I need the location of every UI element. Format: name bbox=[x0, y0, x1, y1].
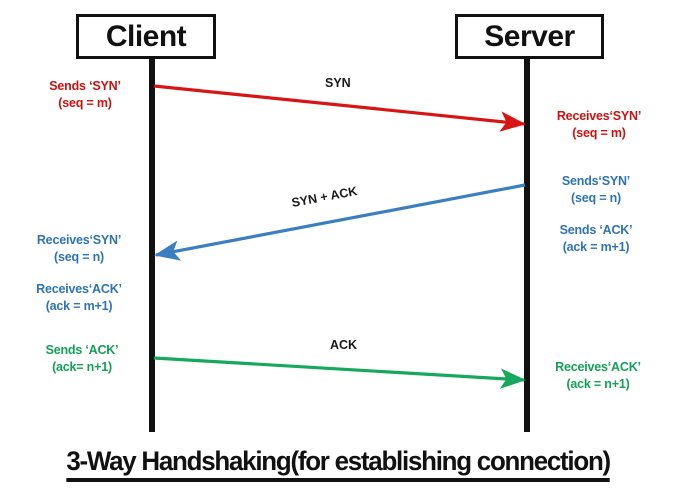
annotation-line: (ack = m+1) bbox=[45, 299, 113, 314]
annotation-server-receives-ack: Receives‘ACK’ (ack = n+1) bbox=[537, 359, 659, 394]
annotation-line: Sends ‘ACK’ bbox=[45, 343, 119, 357]
annotation-client-receives-ack: Receives‘ACK’ (ack = m+1) bbox=[19, 281, 139, 316]
server-node-box: Server bbox=[455, 14, 604, 59]
annotation-line: (ack= n+1) bbox=[52, 360, 112, 375]
annotation-line: Receives‘ACK’ bbox=[36, 282, 122, 296]
diagram-caption-text: 3-Way Handshaking(for establishing conne… bbox=[66, 446, 612, 482]
server-node-label: Server bbox=[484, 19, 575, 53]
diagram-caption: 3-Way Handshaking(for establishing conne… bbox=[0, 446, 677, 482]
annotation-server-receives-syn: Receives‘SYN’ (seq = m) bbox=[541, 108, 657, 143]
annotation-line: Receives‘SYN’ bbox=[36, 233, 122, 247]
annotation-server-sends-syn: Sends‘SYN’ (seq = n) bbox=[541, 173, 651, 208]
annotation-line: Sends ‘SYN’ bbox=[49, 79, 121, 93]
ack-arrow-label: ACK bbox=[330, 338, 358, 352]
annotation-line: (seq = m) bbox=[572, 126, 626, 141]
annotation-server-sends-ack: Sends ‘ACK’ (ack = m+1) bbox=[537, 222, 655, 257]
ack-arrow bbox=[153, 356, 526, 389]
annotation-line: (ack = m+1) bbox=[562, 240, 630, 255]
annotation-line: Receives‘SYN’ bbox=[556, 109, 642, 123]
syn-arrow bbox=[153, 84, 526, 132]
annotation-line: (seq = n) bbox=[571, 191, 621, 206]
annotation-line: Sends‘SYN’ bbox=[561, 174, 631, 188]
syn-ack-arrow bbox=[154, 183, 526, 261]
syn-arrow-label: SYN bbox=[325, 76, 351, 90]
annotation-client-sends-syn: Sends ‘SYN’ (seq = m) bbox=[31, 78, 139, 113]
annotation-client-receives-syn: Receives‘SYN’ (seq = n) bbox=[19, 232, 139, 267]
annotation-client-sends-ack: Sends ‘ACK’ (ack= n+1) bbox=[25, 342, 139, 377]
client-node-label: Client bbox=[105, 19, 187, 53]
annotation-line: (seq = m) bbox=[58, 96, 112, 111]
annotation-line: Sends ‘ACK’ bbox=[559, 223, 633, 237]
client-node-box: Client bbox=[76, 14, 216, 59]
annotation-line: Receives‘ACK’ bbox=[555, 360, 641, 374]
annotation-line: (ack = n+1) bbox=[566, 377, 630, 392]
annotation-line: (seq = n) bbox=[54, 250, 104, 265]
